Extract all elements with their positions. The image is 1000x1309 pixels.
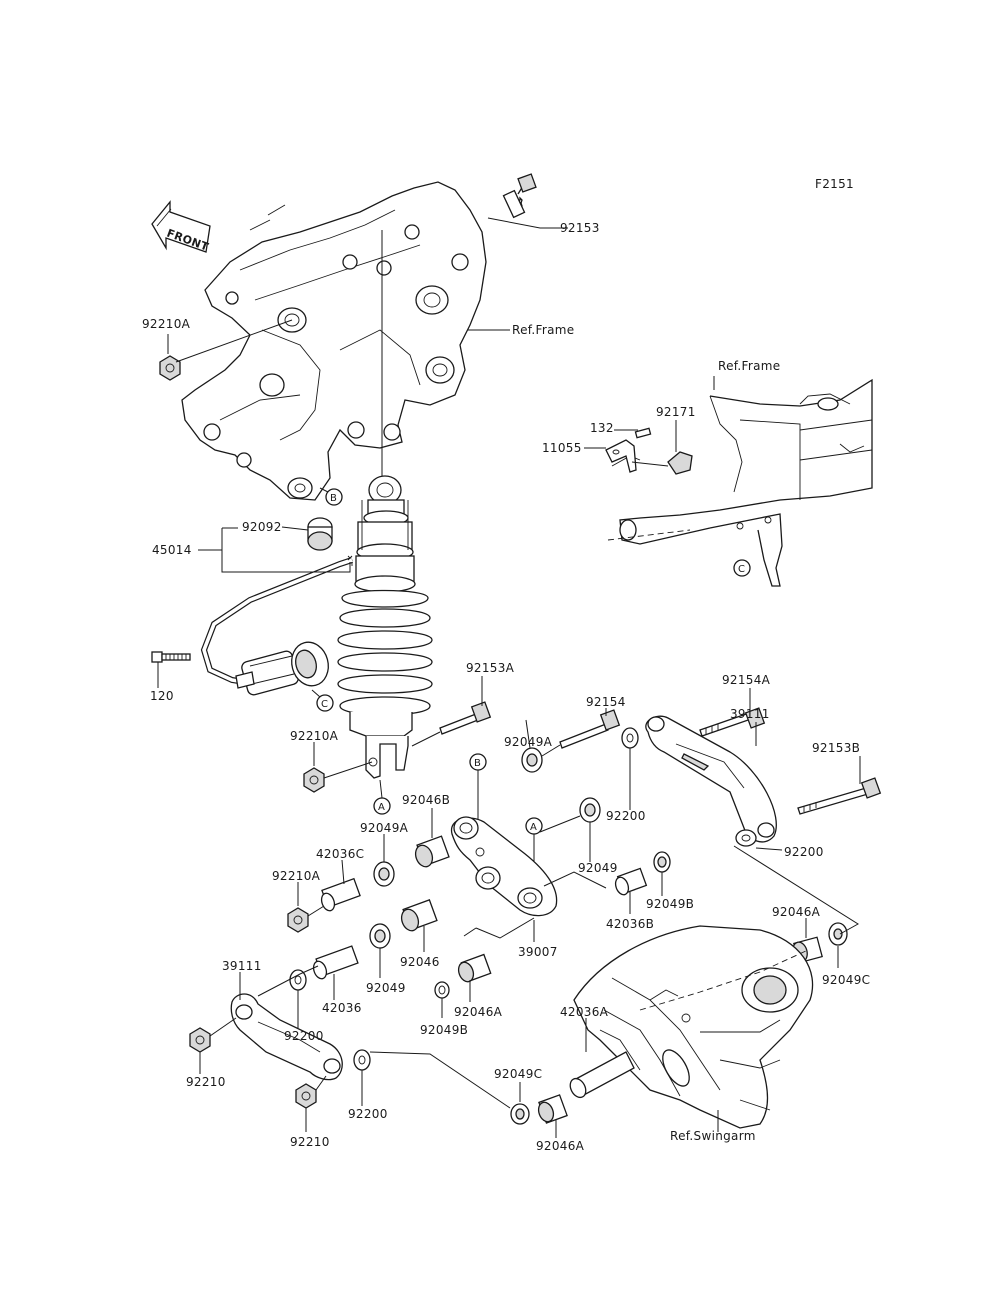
part-label-92210A-lower: 92210A [272, 869, 321, 883]
seal-92049A-upper [521, 747, 543, 773]
part-label-39111-lower: 39111 [222, 959, 262, 973]
bushing-92092 [307, 517, 333, 551]
part-label-92092: 92092 [242, 520, 282, 534]
seal-92049-left [369, 923, 391, 949]
bolt-92154 [559, 709, 621, 749]
callout-b-frame [325, 488, 343, 506]
seal-92049C-right [828, 922, 848, 946]
part-label-11055: 11055 [542, 441, 582, 455]
washer-92200-c [289, 969, 307, 991]
nut-92210-a [189, 1027, 211, 1053]
bearing-92046 [400, 899, 438, 932]
part-label-42036B: 42036B [606, 917, 654, 931]
part-label-92153B: 92153B [812, 741, 860, 755]
svg-text:B: B [330, 493, 337, 504]
svg-text:B: B [474, 758, 481, 769]
part-label-39111-upper: 39111 [730, 707, 770, 721]
sleeve-42036 [312, 945, 359, 980]
bolt-92153B [797, 777, 882, 815]
ref-swingarm-label: Ref.Swingarm [670, 1129, 756, 1143]
front-direction-arrow-icon: FRONT [151, 200, 211, 254]
clip-92171 [667, 451, 693, 475]
part-label-92049A-upper: 92049A [504, 735, 553, 749]
callout-c-reservoir [316, 694, 334, 712]
part-label-92049C-lower: 92049C [494, 1067, 542, 1081]
seal-92049C-lower [510, 1103, 530, 1125]
tie-rod-39111-upper [645, 715, 777, 843]
part-label-92210A-middle: 92210A [290, 729, 339, 743]
bearing-92046A-middle [457, 953, 492, 983]
seal-92049B-right [653, 851, 671, 873]
part-label-92154: 92154 [586, 695, 626, 709]
svg-text:C: C [738, 564, 745, 575]
part-label-92046A-right: 92046A [772, 905, 821, 919]
part-label-92153: 92153 [560, 221, 600, 235]
seal-92049A-lower [373, 861, 395, 887]
bearing-92046A-lower [537, 1094, 568, 1124]
washer-92200-b [735, 829, 757, 847]
shock-absorber-45014 [337, 475, 433, 779]
nut-92210A-lower [287, 907, 309, 933]
washer-92200-a [621, 727, 639, 749]
bolt-92153A [439, 701, 492, 735]
nut-92210A-middle [303, 767, 325, 793]
part-label-92046A-middle: 92046A [454, 1005, 503, 1019]
shock-reservoir-hose [200, 557, 353, 696]
part-label-92046B: 92046B [402, 793, 450, 807]
part-label-92200-c: 92200 [284, 1029, 324, 1043]
part-label-45014: 45014 [152, 543, 192, 557]
part-label-92049-left: 92049 [366, 981, 406, 995]
bolt-120 [151, 651, 191, 663]
part-label-120: 120 [150, 689, 174, 703]
part-label-92049-right: 92049 [578, 861, 618, 875]
part-label-92200-b: 92200 [784, 845, 824, 859]
sleeve-42036A [569, 1051, 635, 1099]
part-label-42036A: 42036A [560, 1005, 609, 1019]
bolt-132 [634, 427, 652, 439]
part-label-92049C-right: 92049C [822, 973, 870, 987]
clamp-11055 [605, 439, 637, 473]
tie-rod-39111-lower [230, 993, 343, 1081]
part-label-92049B-lower: 92049B [420, 1023, 468, 1037]
part-label-92049A-lower: 92049A [360, 821, 409, 835]
seal-92049-right [579, 797, 601, 823]
seal-92049B-lower [434, 981, 450, 999]
sleeve-42036B [614, 867, 648, 896]
part-label-92200-d: 92200 [348, 1107, 388, 1121]
callout-c-frame [733, 559, 751, 577]
nut-92210A-upper [159, 355, 181, 381]
part-label-92046A-lower: 92046A [536, 1139, 585, 1153]
frame-drawing [181, 181, 487, 501]
ref-frame-label-2: Ref.Frame [718, 359, 780, 373]
washer-92200-d [353, 1049, 371, 1071]
bearing-92046B [414, 835, 450, 868]
part-label-92210-b: 92210 [290, 1135, 330, 1149]
part-label-92210-a: 92210 [186, 1075, 226, 1089]
svg-text:A: A [378, 802, 385, 813]
swingarm-drawing [573, 925, 814, 1129]
part-label-132: 132 [590, 421, 614, 435]
sleeve-42036C [320, 877, 361, 912]
part-label-92210A-upper: 92210A [142, 317, 191, 331]
nut-92210-b [295, 1083, 317, 1109]
part-label-92154A: 92154A [722, 673, 771, 687]
part-label-92171: 92171 [656, 405, 696, 419]
svg-text:A: A [530, 822, 537, 833]
part-label-39007: 39007 [518, 945, 558, 959]
part-label-42036: 42036 [322, 1001, 362, 1015]
rocker-39007 [451, 816, 558, 917]
frame-detail-inset [607, 378, 873, 587]
bolt-92153 [502, 173, 537, 219]
figure-code: F2151 [815, 177, 854, 191]
svg-text:C: C [321, 699, 328, 710]
part-label-42036C: 42036C [316, 847, 364, 861]
part-label-92049B-right: 92049B [646, 897, 694, 911]
part-label-92200-a: 92200 [606, 809, 646, 823]
ref-frame-label: Ref.Frame [512, 323, 574, 337]
part-label-92153A: 92153A [466, 661, 515, 675]
part-label-92046: 92046 [400, 955, 440, 969]
